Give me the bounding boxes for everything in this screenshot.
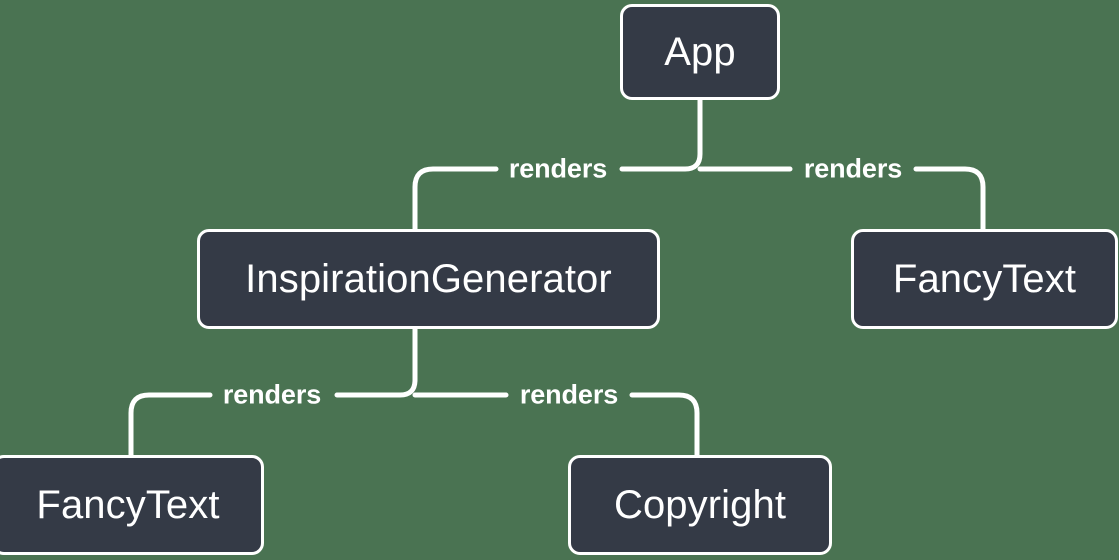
- node-label: InspirationGenerator: [245, 256, 612, 301]
- node-fancytext-right[interactable]: FancyText: [851, 229, 1118, 329]
- node-label: FancyText: [892, 256, 1077, 301]
- node-label: FancyText: [36, 482, 220, 527]
- node-copyright[interactable]: Copyright: [568, 455, 832, 555]
- edge-label-inspiration-to-fancytext: renders: [222, 379, 322, 410]
- node-inspiration-generator[interactable]: InspirationGenerator: [197, 229, 660, 329]
- node-label: Copyright: [613, 482, 787, 527]
- edge-label-app-to-fancytext: renders: [803, 153, 903, 184]
- node-fancytext-bottom[interactable]: FancyText: [0, 455, 264, 555]
- edge-label-app-to-inspiration: renders: [508, 153, 608, 184]
- edge-label-inspiration-to-copyright: renders: [519, 379, 619, 410]
- node-label: App: [664, 29, 736, 74]
- node-app[interactable]: App: [620, 4, 780, 100]
